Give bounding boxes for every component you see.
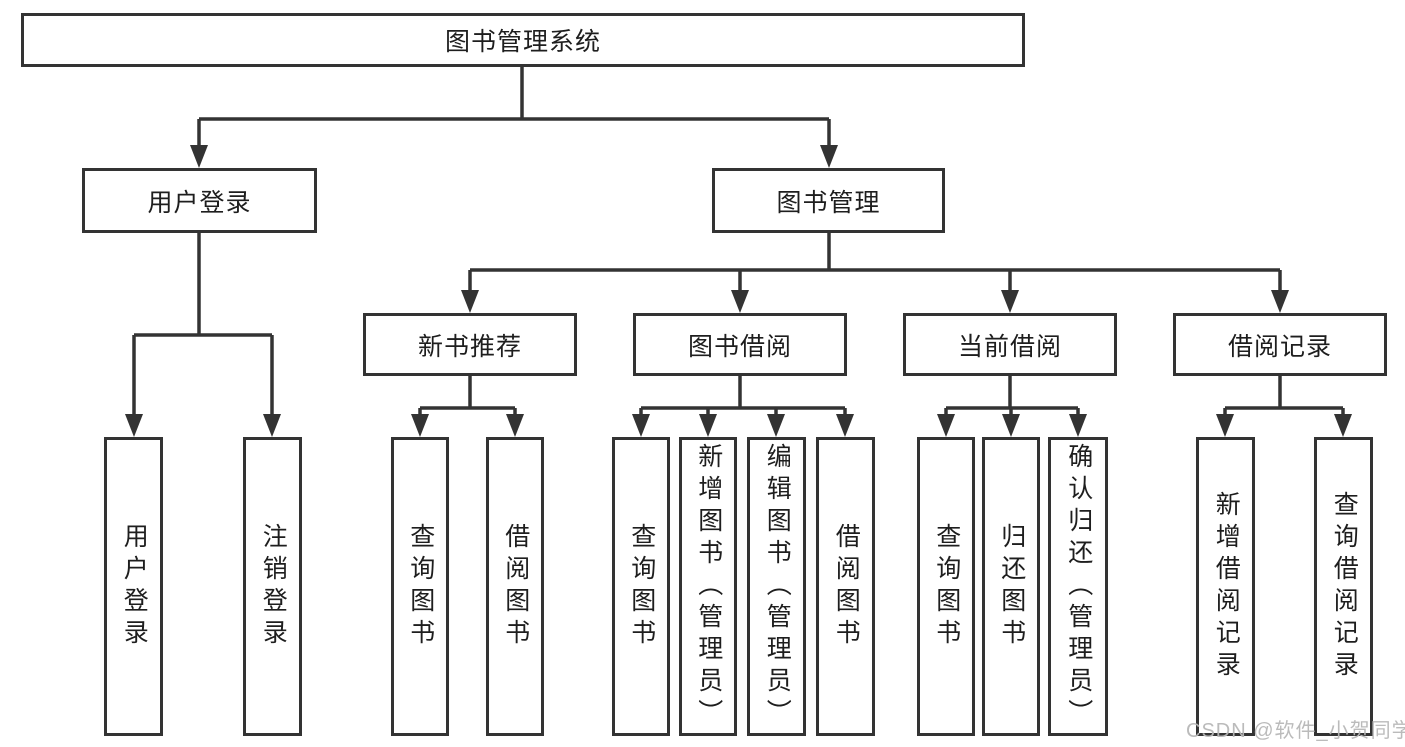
leaf-confirm-return-admin: 确认归还（管理员） (1048, 437, 1108, 736)
node-new-book-recommend: 新书推荐 (363, 313, 577, 376)
leaf-query-borrow-record: 查询借阅记录 (1314, 437, 1373, 736)
leaf-label: 归还图书 (997, 522, 1026, 651)
leaf-borrow-books-recommend: 借阅图书 (486, 437, 544, 736)
watermark: CSDN @软件_小贺同学 (1186, 720, 1405, 742)
node-label: 借阅记录 (1227, 332, 1332, 361)
node-label: 当前借阅 (957, 332, 1062, 361)
leaf-label: 查询图书 (932, 522, 961, 651)
leaf-return-books: 归还图书 (982, 437, 1040, 736)
node-book-borrow: 图书借阅 (633, 313, 847, 376)
node-label: 用户登录 (147, 188, 252, 217)
node-current-borrow: 当前借阅 (903, 313, 1117, 376)
leaf-query-books-borrow: 查询图书 (612, 437, 670, 736)
leaf-label: 借阅图书 (501, 522, 530, 651)
leaf-label: 借阅图书 (832, 522, 861, 651)
leaf-label: 确认归还（管理员） (1064, 442, 1093, 731)
node-library-system: 图书管理系统 (21, 13, 1025, 67)
node-label: 新书推荐 (417, 332, 522, 361)
leaf-edit-books-admin: 编辑图书（管理员） (747, 437, 806, 736)
leaf-label: 用户登录 (120, 522, 149, 651)
node-label: 图书借阅 (687, 332, 792, 361)
leaf-borrow-books: 借阅图书 (816, 437, 875, 736)
leaf-label: 编辑图书（管理员） (763, 442, 792, 731)
leaf-query-books-current: 查询图书 (917, 437, 975, 736)
leaf-add-borrow-record: 新增借阅记录 (1196, 437, 1255, 736)
leaf-label: 新增借阅记录 (1212, 490, 1241, 683)
leaf-logout: 注销登录 (243, 437, 302, 736)
node-label: 图书管理系统 (444, 28, 601, 56)
node-user-login: 用户登录 (82, 168, 317, 233)
leaf-label: 新增图书（管理员） (694, 442, 723, 731)
leaf-label: 查询图书 (406, 522, 435, 651)
leaf-label: 查询图书 (627, 522, 656, 651)
leaf-label: 查询借阅记录 (1330, 490, 1359, 683)
leaf-label: 注销登录 (259, 522, 288, 651)
node-book-management: 图书管理 (712, 168, 945, 233)
leaf-query-books-recommend: 查询图书 (391, 437, 449, 736)
node-borrow-records: 借阅记录 (1173, 313, 1387, 376)
leaf-user-login: 用户登录 (104, 437, 163, 736)
node-label: 图书管理 (776, 188, 881, 217)
leaf-add-books-admin: 新增图书（管理员） (679, 437, 737, 736)
